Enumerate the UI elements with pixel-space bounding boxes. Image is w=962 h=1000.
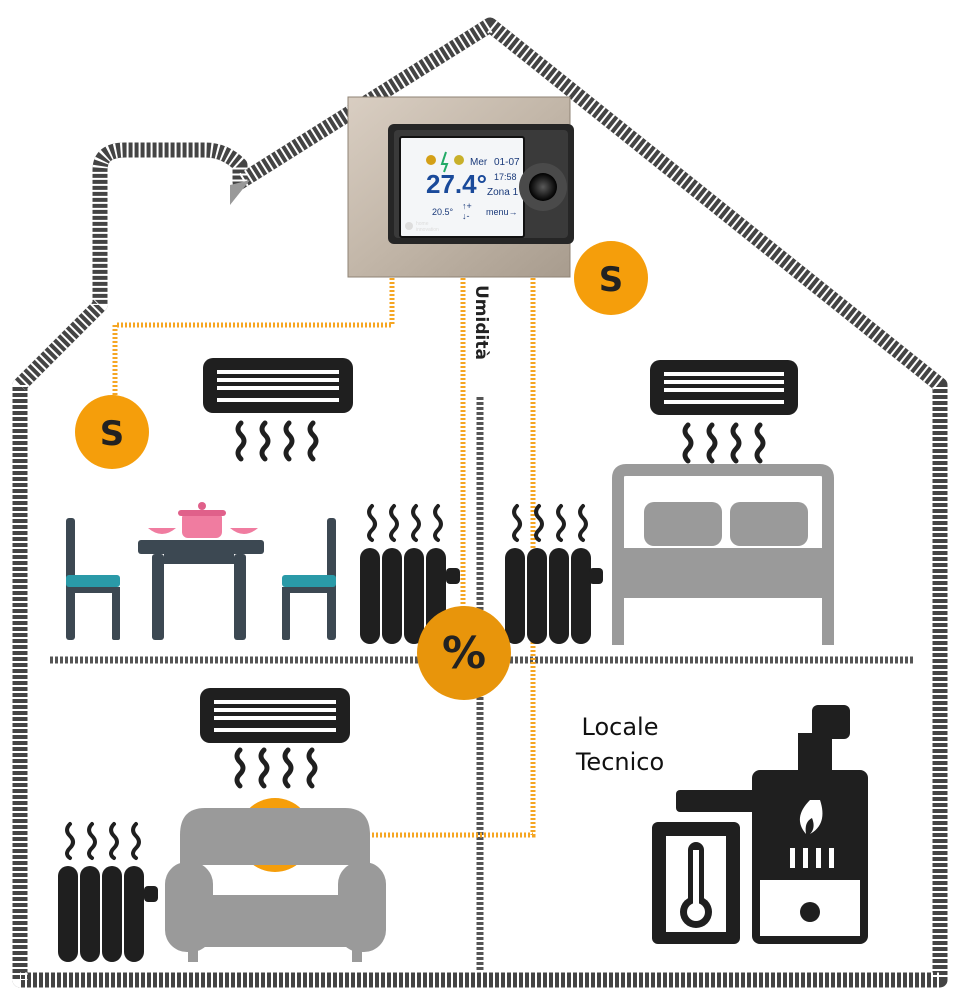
air-conditioner-dining bbox=[203, 358, 353, 462]
dining-set-icon bbox=[66, 502, 336, 640]
thermostat-knob[interactable] bbox=[519, 163, 567, 211]
air-conditioner-living bbox=[200, 688, 350, 789]
chair-left-icon bbox=[66, 518, 120, 640]
thermostat[interactable]: Mer 01-07 27.4° 17:58 Zona 1 20.5° ↑+ ↓-… bbox=[347, 96, 574, 278]
water-heater-icon bbox=[652, 790, 758, 944]
humidity-sensor: % bbox=[417, 606, 511, 700]
thermostat-time: 17:58 bbox=[494, 172, 517, 182]
svg-text:S: S bbox=[599, 260, 624, 300]
home-innovation-logo: home innovation bbox=[405, 221, 439, 233]
humidity-line-label: Umidità bbox=[471, 285, 491, 360]
chair-right-icon bbox=[282, 518, 336, 640]
svg-text:%: % bbox=[442, 628, 486, 679]
flame-icon bbox=[799, 800, 823, 834]
thermostat-date: 01-07 bbox=[494, 157, 520, 168]
thermostat-menu[interactable]: menu→ bbox=[486, 207, 518, 217]
boiler-icon bbox=[752, 705, 868, 944]
sensor-left: S bbox=[75, 395, 149, 469]
thermostat-zone: Zona 1 bbox=[487, 187, 519, 198]
svg-text:innovation: innovation bbox=[416, 227, 439, 233]
svg-text:home: home bbox=[416, 221, 429, 227]
bed-icon bbox=[612, 464, 834, 645]
table-icon bbox=[138, 540, 264, 640]
radiator-living-icon bbox=[58, 822, 158, 962]
air-conditioner-bedroom bbox=[650, 360, 798, 464]
thermostat-down-control[interactable]: ↓- bbox=[462, 211, 470, 221]
thermostat-day: Mer bbox=[470, 157, 488, 168]
technical-room-label-line2: Tecnico bbox=[575, 748, 664, 776]
technical-room-label-line1: Locale bbox=[582, 713, 659, 741]
thermostat-up-control[interactable]: ↑+ bbox=[462, 201, 472, 211]
thermostat-temperature: 27.4° bbox=[426, 169, 487, 199]
svg-text:S: S bbox=[100, 414, 125, 454]
sensor-wires bbox=[112, 278, 536, 838]
thermostat-setpoint: 20.5° bbox=[432, 207, 454, 217]
status-icons bbox=[426, 151, 464, 173]
radiator-bedroom-icon bbox=[505, 504, 603, 644]
cooking-pot-icon bbox=[148, 502, 258, 538]
house-outline bbox=[12, 17, 948, 988]
sensor-top: S bbox=[574, 241, 648, 315]
sofa-icon bbox=[165, 808, 386, 962]
